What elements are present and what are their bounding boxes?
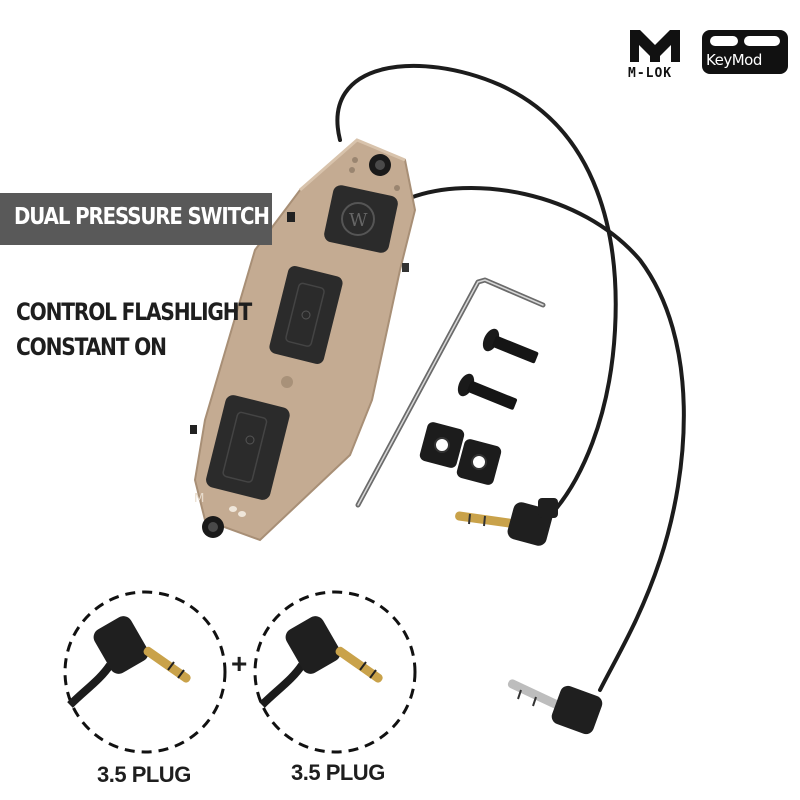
plug-highlight-circle <box>63 590 227 754</box>
t-nut-icon <box>456 439 502 485</box>
t-nut-icon <box>419 422 465 468</box>
plug-highlight-circle <box>253 590 417 754</box>
plus-sign: + <box>231 648 248 679</box>
svg-text:M: M <box>194 491 204 505</box>
keymod-logo-icon <box>702 30 788 74</box>
hex-key-icon <box>355 277 546 508</box>
screw-icon <box>457 373 518 410</box>
audio-plug-icon <box>259 616 383 708</box>
audio-plug-icon <box>507 679 603 735</box>
screw-icon <box>482 328 539 364</box>
plug-label-right: 3.5 PLUG <box>291 760 385 785</box>
feature-line-2: CONSTANT ON <box>16 333 167 361</box>
audio-plug-icon <box>67 616 191 708</box>
svg-text:W: W <box>349 210 368 231</box>
banner-title: DUAL PRESSURE SWITCH <box>14 204 270 230</box>
mlok-logo-label: M-LOK <box>628 66 673 81</box>
plug-label-left: 3.5 PLUG <box>97 762 191 787</box>
audio-plug-icon <box>455 498 558 546</box>
mlok-logo-icon <box>630 30 680 62</box>
cable-icon <box>335 63 686 692</box>
keymod-logo-label: KeyMod <box>706 51 762 69</box>
switch-body-icon: W M <box>190 138 417 542</box>
title-banner <box>0 193 272 245</box>
feature-line-1: CONTROL FLASHLIGHT <box>16 298 252 326</box>
